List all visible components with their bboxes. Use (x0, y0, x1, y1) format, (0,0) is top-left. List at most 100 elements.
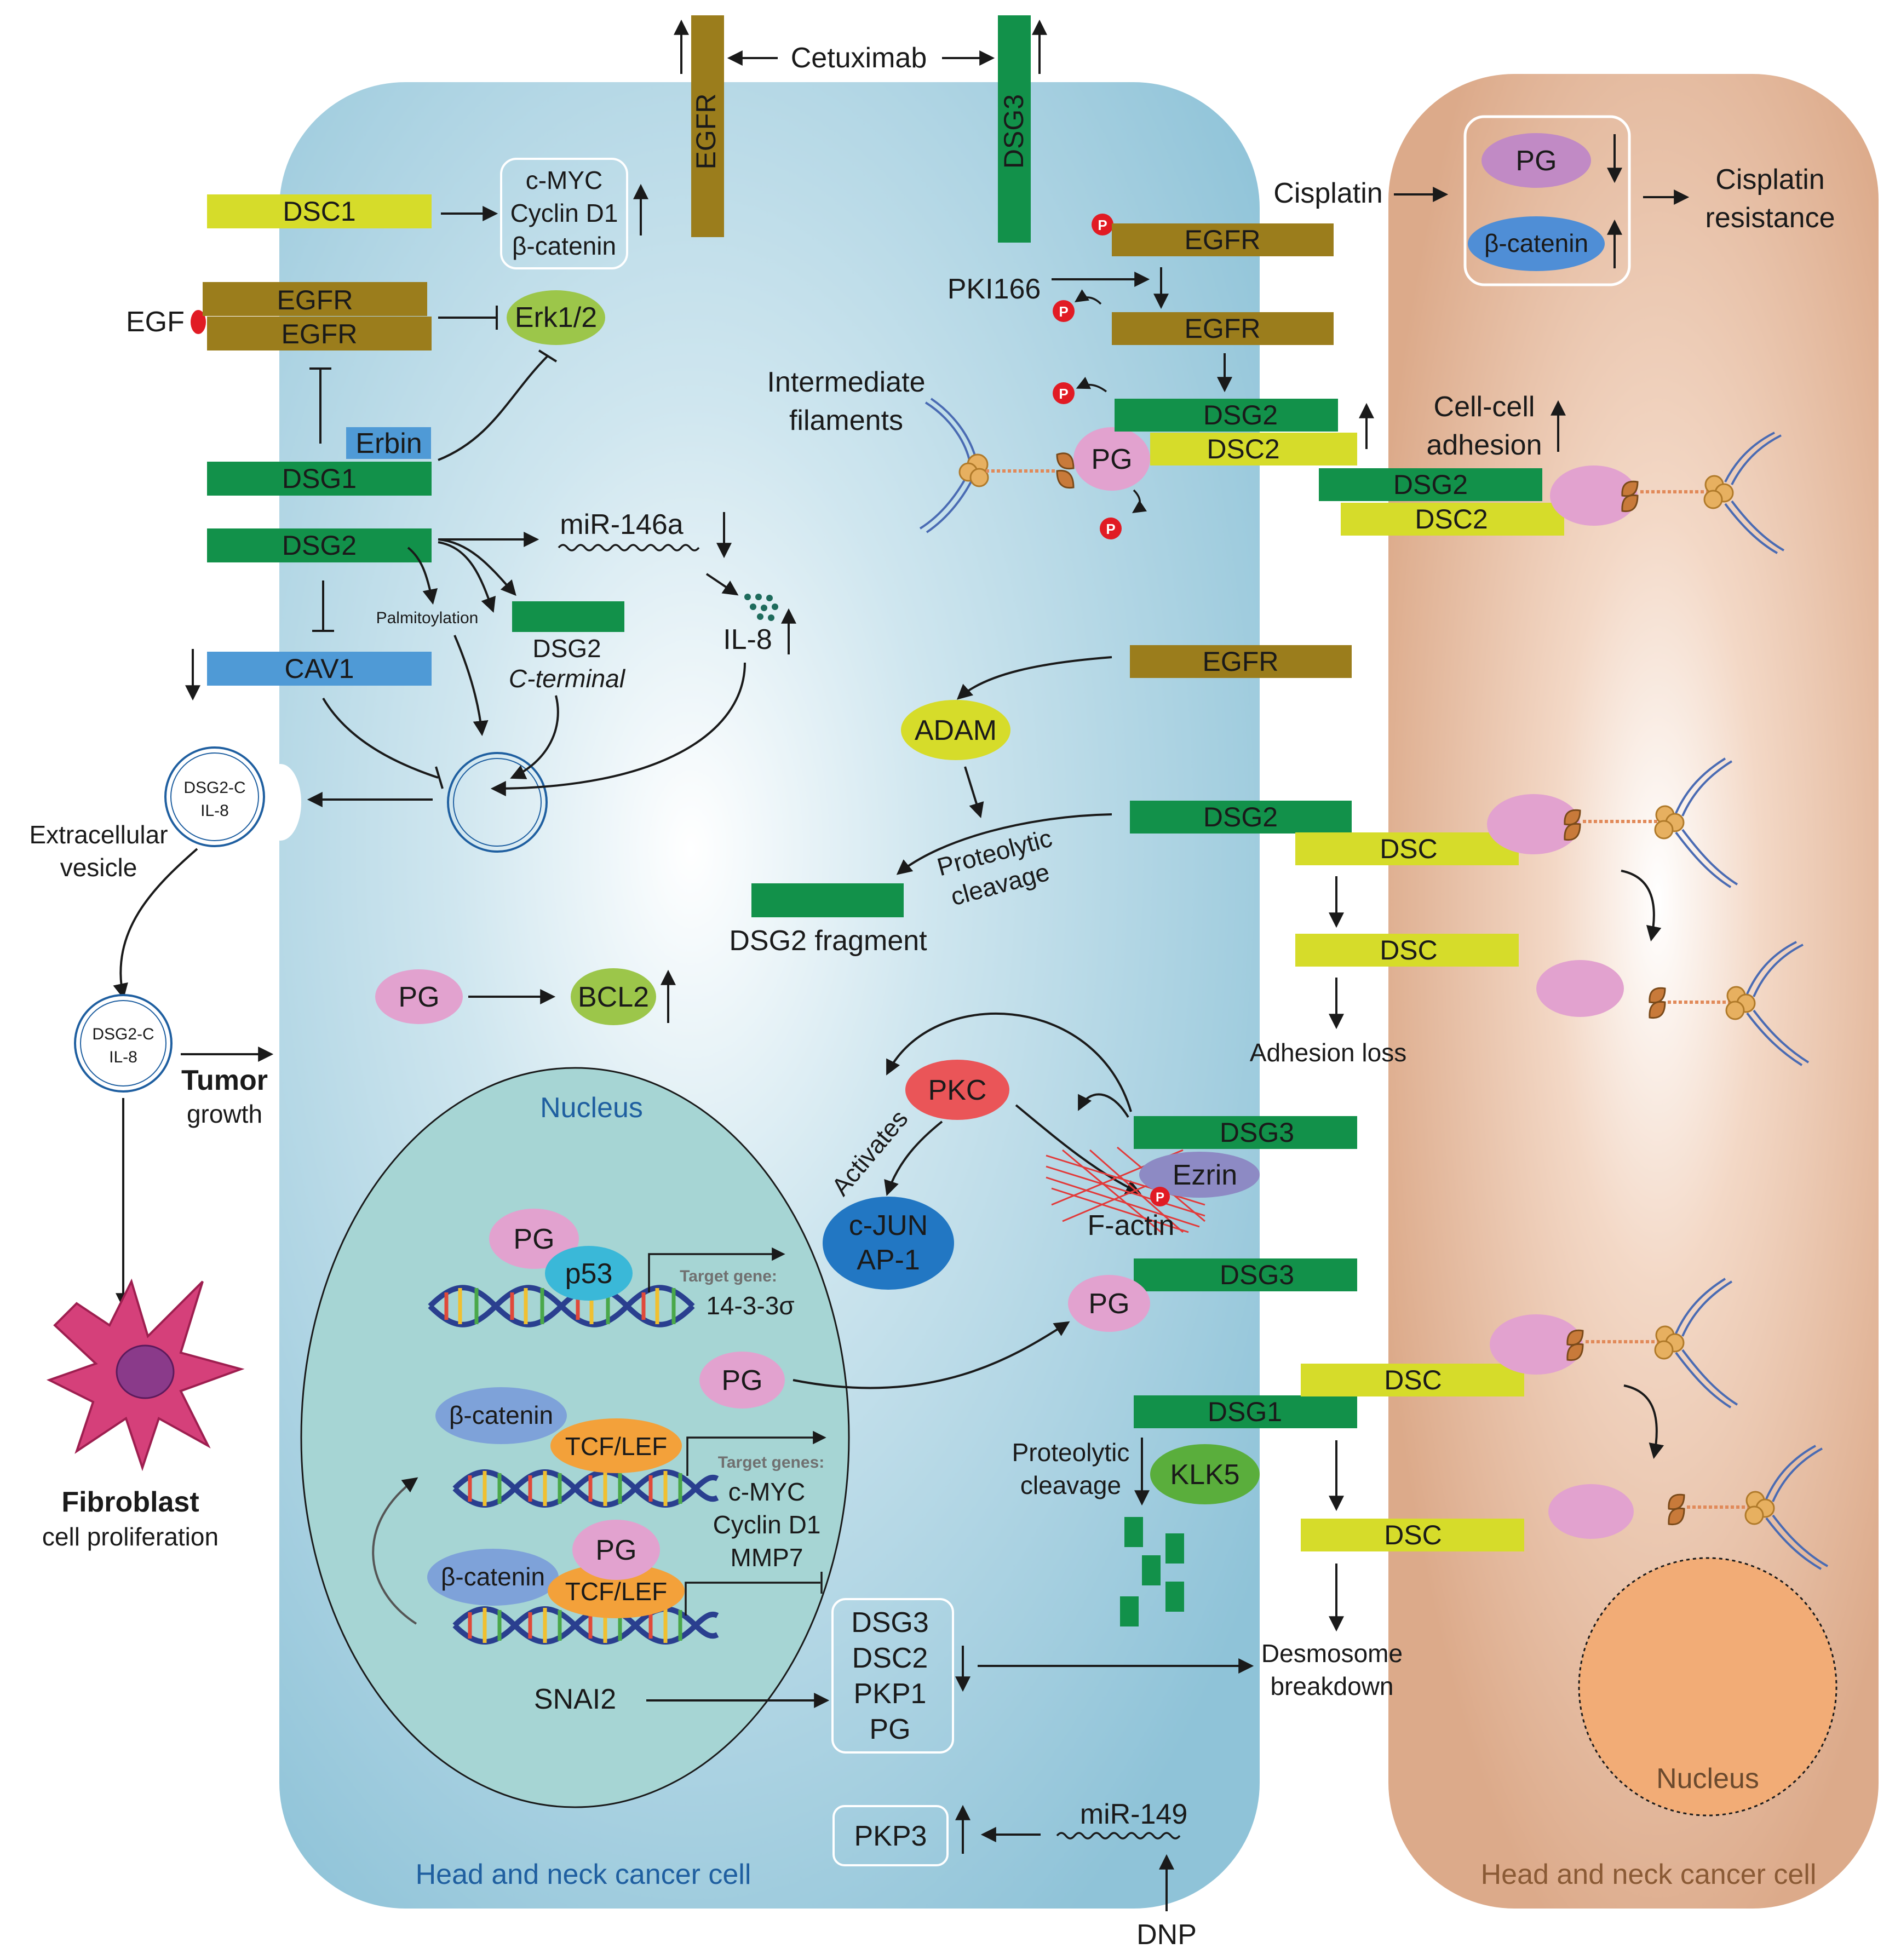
left-cell-label: Head and neck cancer cell (416, 1859, 751, 1890)
erk-label: Erk1/2 (515, 302, 597, 334)
ev1-text-2: IL-8 (200, 802, 229, 820)
egfr-vertical-label: EGFR (691, 94, 721, 170)
down-box-item: PG (869, 1714, 910, 1745)
desmoplakin-knob (1566, 1329, 1584, 1361)
tcf1-oval (550, 1418, 682, 1473)
klk5-oval (1150, 1444, 1260, 1504)
intermediate-filament (1675, 757, 1738, 888)
dsg2-fragment-label: DSG2 fragment (729, 925, 927, 957)
adam-label: ADAM (915, 715, 997, 746)
tcf1-label: TCF/LEF (565, 1432, 668, 1461)
tg2-inhibit-line (685, 1582, 820, 1616)
target-gene-label: Target gene: (680, 1267, 777, 1285)
intermediate-filament (1765, 1445, 1828, 1570)
dsg2-fragment-bar (751, 883, 904, 917)
pg-desmosome-label: PG (1091, 444, 1132, 475)
svg-text:P: P (1059, 386, 1068, 402)
ev2-text-1: DSG2-C (92, 1025, 154, 1043)
pki166-label: PKI166 (948, 273, 1041, 305)
down-box-item: DSG3 (851, 1607, 929, 1639)
dsg3-b-label: DSG3 (1220, 1260, 1294, 1290)
dsc-a-bar (1295, 832, 1519, 865)
egfr-adam-arrow (956, 656, 1112, 700)
pg-bcl2-oval (375, 969, 463, 1024)
tg-list-item: c-MYC (728, 1478, 806, 1506)
gene-1433-label: 14-3-3σ (706, 1291, 794, 1320)
ev-down-arrow (113, 848, 198, 999)
adhesion-loss-label: Adhesion loss (1250, 1038, 1406, 1067)
targets-box-item: c-MYC (526, 166, 603, 194)
cav1-vesicle-inhibit (322, 697, 439, 779)
phospho-badge: P (1053, 382, 1075, 404)
targets-box-item: Cyclin D1 (510, 199, 618, 227)
p53-oval (545, 1246, 633, 1301)
plakophilin-knob (958, 453, 989, 487)
bcat1-oval (435, 1387, 567, 1444)
dsc2-right-label: DSC2 (1415, 504, 1488, 534)
pg-nuc-out-label: PG (721, 1365, 762, 1396)
pg-p53-label: PG (513, 1223, 554, 1255)
tg-list-item: MMP7 (731, 1543, 803, 1572)
nucleus-right-label: Nucleus (1656, 1763, 1759, 1795)
phospho-release-2 (1076, 377, 1107, 393)
dsc2-desm-bar (1150, 433, 1357, 465)
dnp-label: DNP (1136, 1919, 1197, 1951)
extracellular-label-2: vesicle (60, 853, 137, 882)
dsg2-desm-bar (1115, 399, 1338, 432)
dsc-a-label: DSC (1380, 834, 1438, 864)
forming-vesicle-inner (453, 758, 542, 847)
fibroblast-label: Fibroblast (61, 1486, 199, 1518)
p-egfr-label: EGFR (1185, 225, 1261, 255)
egfr-vertical-bar (691, 15, 724, 237)
dsg2-b-label: DSG2 (1203, 802, 1278, 832)
plakophilin-knob (1703, 475, 1734, 509)
desmosome-label-1: Desmosome (1261, 1639, 1403, 1668)
desmoplakin-knob (1056, 452, 1075, 489)
egfr3-bar (1130, 645, 1352, 678)
bcat1-label: β-catenin (449, 1401, 553, 1429)
egfr-bar-a (203, 282, 427, 316)
bcl2-oval (571, 968, 656, 1025)
dsg1-label: DSG1 (282, 463, 357, 494)
egfr2-label: EGFR (1185, 313, 1261, 344)
box-bcat-label: β-catenin (1484, 229, 1588, 257)
ev2-text-2: IL-8 (109, 1048, 137, 1066)
desmosome-dissociate-arrow-1 (1621, 870, 1662, 942)
ezrin-oval (1139, 1152, 1260, 1198)
cterm-vesicle-arrow (510, 695, 559, 779)
plakophilin-knob (1654, 1325, 1685, 1360)
mir-il8-arrow (705, 573, 739, 596)
proteolytic-b-label-2: cleavage (1020, 1471, 1121, 1499)
tumor-label: Tumor (181, 1065, 268, 1096)
cisplatin-res-label-2: resistance (1706, 202, 1835, 234)
svg-text:P: P (1106, 521, 1115, 537)
dsc-d-label: DSC (1384, 1520, 1442, 1550)
intermediate-filament (1675, 1278, 1738, 1409)
dsg1-right-bar (1134, 1395, 1357, 1428)
pg2-label: PG (595, 1534, 636, 1566)
adam-down-arrow (964, 766, 984, 819)
box-pg-oval (1481, 133, 1591, 188)
p53-label: p53 (565, 1258, 613, 1290)
erbin-label: Erbin (355, 428, 422, 459)
dsg2-palm-arrow (438, 541, 496, 613)
pg-right-free-1 (1536, 960, 1624, 1017)
desmoplakin-knob (1649, 987, 1666, 1019)
il8-vesicle-arrow (490, 662, 746, 796)
egfr3-label: EGFR (1203, 646, 1279, 677)
erbin-erk-inhibit-bar (538, 349, 558, 363)
dsg3-vertical-label: DSG3 (998, 94, 1029, 169)
growth-label: growth (187, 1100, 262, 1128)
targets-box-item: β-catenin (512, 232, 616, 260)
cav1-bar (207, 652, 432, 686)
tg-list-item: Cyclin D1 (713, 1510, 821, 1539)
down-box-item: PKP1 (854, 1678, 927, 1710)
dsg2-desm-label: DSG2 (1203, 400, 1278, 430)
pkc-cjun-arrow (884, 1120, 943, 1196)
dsc-d-bar (1301, 1519, 1524, 1551)
mir146a-squiggle (558, 544, 700, 551)
box-bcat-oval (1468, 216, 1605, 271)
mir146a-label: miR-146a (560, 509, 683, 541)
fibroblast-nucleus (116, 1344, 175, 1399)
dsg3-a-label: DSG3 (1220, 1117, 1294, 1148)
